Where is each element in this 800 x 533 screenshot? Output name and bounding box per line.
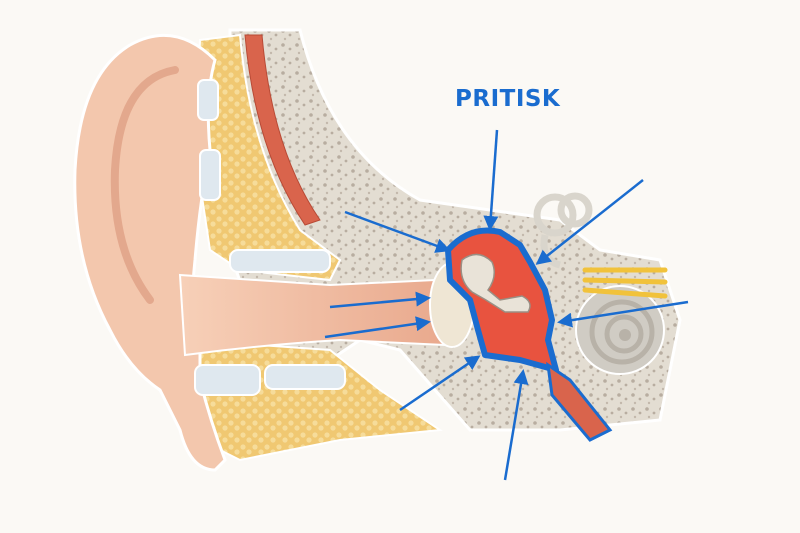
pressure-arrows [324, 129, 689, 481]
auditory-nerve [582, 267, 668, 299]
cochlea [575, 285, 665, 375]
arrow-right [557, 300, 689, 328]
arrow-bottom [503, 369, 529, 481]
cartilage-2 [199, 149, 221, 201]
cartilage-5 [264, 364, 346, 390]
fat-tissue-lower [188, 338, 443, 462]
muscle-band [244, 34, 321, 226]
cartilage-1 [197, 79, 219, 121]
auricle-fold [110, 66, 179, 304]
arrow-top [483, 129, 499, 231]
arrow-upper-right [535, 179, 644, 265]
ossicles [460, 253, 531, 313]
arrow-canal-lower [324, 316, 431, 339]
cartilage-3 [229, 249, 331, 273]
eustachian-tube [546, 361, 613, 442]
cartilage-4 [194, 364, 261, 396]
arrow-lower-left [399, 355, 481, 412]
auricle [73, 33, 227, 472]
arrow-upper-left [344, 210, 451, 253]
fat-tissue-upper [193, 33, 342, 282]
pressure-label: PRITISK [455, 86, 561, 112]
arrow-canal-upper [329, 291, 431, 309]
